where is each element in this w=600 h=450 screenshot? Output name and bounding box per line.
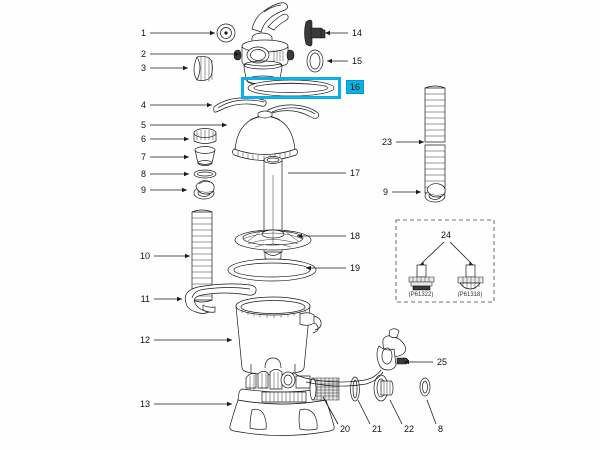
part-8b-o-ring <box>419 377 431 397</box>
leader-arrow-3 <box>183 65 188 71</box>
part-17-standpipe <box>263 156 283 262</box>
part-10-corrugated-hose <box>191 209 213 303</box>
leader-arrow-7 <box>184 154 189 160</box>
part-9b-hose-fitting <box>424 183 446 203</box>
callout-label-8b: 8 <box>438 424 444 434</box>
inset-part-number-a: (P61322) <box>408 292 434 298</box>
leader-arrow-1 <box>210 30 215 36</box>
highlight-number-16[interactable]: 16 <box>345 80 365 94</box>
leader-arrow-18 <box>297 233 302 239</box>
part-22-drain-fitting <box>373 374 394 402</box>
callout-label-7: 7 <box>140 152 146 162</box>
callout-label-3: 3 <box>140 63 146 73</box>
callout-label-24: 24 <box>440 230 452 240</box>
highlight-box-part-16 <box>241 77 341 99</box>
leader-arrow-5 <box>222 122 227 128</box>
part-23-corrugated-hose-right <box>424 85 446 196</box>
leader-line-8b <box>426 399 437 425</box>
callout-label-22: 22 <box>404 424 415 434</box>
part-12-filter-tank <box>235 296 311 376</box>
leader-arrow-15 <box>327 58 332 64</box>
leader-arrow-10 <box>185 253 190 259</box>
leader-arrow-25 <box>404 359 409 365</box>
leader-line-20 <box>322 396 339 425</box>
leader-arrow-13 <box>227 401 232 407</box>
leader-arrow-19 <box>306 265 311 271</box>
part-11-hose-bracket <box>184 283 257 314</box>
callout-label-23: 23 <box>381 137 392 147</box>
leader-arrow-9 <box>182 187 187 193</box>
callout-label-13: 13 <box>139 399 150 409</box>
leader-arrow-2 <box>235 51 240 57</box>
callout-label-8: 8 <box>140 169 146 179</box>
callout-label-14: 14 <box>352 28 363 38</box>
inset-part-number-b: (P61318) <box>457 292 483 298</box>
callout-label-2: 2 <box>140 49 146 59</box>
inset-drain-plug-variants <box>395 219 495 303</box>
leader-arrow-11 <box>177 296 182 302</box>
callout-label-12: 12 <box>139 335 150 345</box>
callout-label-25: 25 <box>437 357 448 367</box>
callout-label-15: 15 <box>352 56 363 66</box>
callout-label-10: 10 <box>139 251 150 261</box>
part-13-pump-base <box>229 369 335 436</box>
part-5-tank-lid-dome <box>232 110 298 161</box>
callout-label-17: 17 <box>350 168 361 178</box>
callout-label-11: 11 <box>140 294 150 304</box>
callout-label-1: 1 <box>140 28 146 38</box>
part-18-diffuser-plate <box>234 229 312 251</box>
leader-arrow-23 <box>419 139 424 145</box>
part-25-power-switch-box <box>292 328 409 387</box>
drain-plug-variant-b <box>457 264 484 290</box>
tank-to-pump-hose <box>299 312 322 334</box>
leader-arrow-4 <box>207 102 212 108</box>
callout-label-21: 21 <box>372 424 383 434</box>
part-8-o-ring <box>193 169 217 179</box>
part-21-slim-o-ring <box>350 376 360 402</box>
leader-line-21 <box>357 399 371 425</box>
callout-label-20: 20 <box>340 424 351 434</box>
callout-label-4: 4 <box>140 100 146 110</box>
drain-plug-variant-a <box>408 264 435 291</box>
part-15-o-ring <box>306 49 324 73</box>
part-6-strainer-cap <box>193 128 217 144</box>
part-2-multiport-valve <box>233 2 295 85</box>
callout-label-9: 9 <box>140 185 146 195</box>
leader-arrow-9b <box>416 189 421 195</box>
callout-label-19: 19 <box>350 263 361 273</box>
part-1-washer <box>216 23 236 43</box>
leader-arrow-8 <box>184 171 189 177</box>
leader-arrow-14 <box>325 30 330 36</box>
callout-label-5: 5 <box>140 120 146 130</box>
callout-label-9b: 9 <box>382 187 388 197</box>
callout-label-18: 18 <box>350 231 361 241</box>
part-3-knurled-nut <box>193 56 213 82</box>
part-14-screw-plug <box>304 19 326 47</box>
part-19-tank-seal-ring <box>227 258 317 282</box>
callout-label-6: 6 <box>140 134 146 144</box>
part-9-hose-fitting <box>193 180 215 200</box>
pump-vent-grill <box>261 391 307 403</box>
leader-arrow-12 <box>227 337 232 343</box>
leader-line-22 <box>389 399 403 425</box>
leader-arrow-6 <box>184 136 189 142</box>
part-7-adapter-bushing <box>194 146 216 166</box>
pump-motor-fittings <box>245 369 311 390</box>
